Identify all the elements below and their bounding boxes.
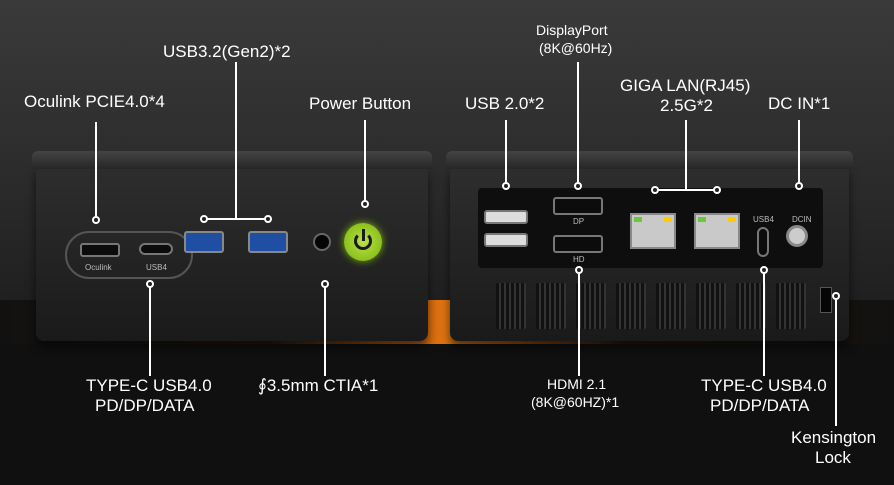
front-top-lid (32, 151, 432, 169)
leader-lan-h (655, 189, 717, 191)
vent (736, 283, 766, 329)
leader-lan-v (685, 120, 687, 190)
usb2-port-2 (484, 233, 528, 247)
dot-power (361, 200, 369, 208)
label-oculink: Oculink PCIE4.0*4 (24, 92, 165, 111)
usb4-back-port-label: USB4 (753, 215, 774, 224)
vent (616, 283, 646, 329)
leader-audio (324, 284, 326, 376)
label-dp-line1: DisplayPort (536, 22, 608, 38)
front-panel: Oculink USB4 (32, 151, 432, 341)
lan-port-2 (694, 213, 740, 249)
dc-in-port (786, 225, 808, 247)
lan-led (634, 217, 642, 222)
label-dp-line2: (8K@60Hz) (539, 40, 613, 56)
label-usb32: USB3.2(Gen2)*2 (163, 42, 291, 61)
lan-led (698, 217, 706, 222)
label-dcin: DC IN*1 (768, 94, 831, 113)
lan-led (664, 217, 672, 222)
label-typec-back-line1: TYPE-C USB4.0 (701, 376, 827, 395)
lan-led (728, 217, 736, 222)
dot-hdmi (575, 266, 583, 274)
usb4-front-port (139, 243, 173, 255)
label-hdmi-line2: (8K@60HZ)*1 (531, 394, 620, 410)
dot-typec-back (760, 266, 768, 274)
leader-typec-back (763, 272, 765, 376)
displayport-port (553, 197, 603, 215)
label-hdmi-line1: HDMI 2.1 (547, 376, 607, 392)
back-panel: DP HD USB4 DCIN (446, 151, 853, 341)
leader-typec-front (149, 284, 151, 376)
dot-dp (574, 182, 582, 190)
label-kensington-line1: Kensington (791, 428, 877, 447)
usb4-front-port-label: USB4 (146, 263, 167, 272)
dot-oculink (92, 216, 100, 224)
dot-audio (321, 280, 329, 288)
back-top-lid (446, 151, 853, 169)
vent (536, 283, 566, 329)
vent (776, 283, 806, 329)
leader-power (364, 120, 366, 204)
dot-lan-2 (713, 186, 721, 194)
dcin-port-label: DCIN (792, 215, 812, 224)
dot-kensington (832, 292, 840, 300)
power-icon (354, 232, 372, 250)
leader-dcin (798, 120, 800, 186)
label-typec-front-line2: PD/DP/DATA (95, 396, 195, 415)
vent (576, 283, 606, 329)
leader-hdmi (578, 272, 580, 376)
hdmi-port-label: HD (573, 255, 585, 264)
lan-port-1 (630, 213, 676, 249)
dot-usb32-2 (264, 215, 272, 223)
usb2-port-1 (484, 210, 528, 224)
vent (496, 283, 526, 329)
label-lan-line1: GIGA LAN(RJ45) (620, 76, 751, 95)
kensington-slot (820, 287, 832, 313)
label-typec-back-line2: PD/DP/DATA (710, 396, 810, 415)
usb3-port-2 (248, 231, 288, 253)
leader-usb32-v (235, 62, 237, 219)
dp-port-label: DP (573, 217, 585, 226)
vent (696, 283, 726, 329)
leader-dp (577, 62, 579, 184)
label-kensington-line2: Lock (815, 448, 851, 467)
oculink-port (80, 243, 120, 257)
usb3-port-1 (184, 231, 224, 253)
dot-dcin (795, 182, 803, 190)
label-usb20: USB 2.0*2 (465, 94, 545, 113)
power-icon-line (362, 229, 365, 241)
leader-kensington (835, 298, 837, 426)
dot-usb32-1 (200, 215, 208, 223)
oculink-oval (65, 231, 193, 279)
audio-jack (313, 233, 331, 251)
dot-lan-1 (651, 186, 659, 194)
label-typec-front-line1: TYPE-C USB4.0 (86, 376, 212, 395)
usb4-back-port (757, 227, 769, 257)
label-power: Power Button (309, 94, 412, 113)
vent (656, 283, 686, 329)
leader-oculink (95, 122, 97, 220)
oculink-port-label: Oculink (85, 263, 112, 272)
label-audio: ∮3.5mm CTIA*1 (258, 376, 379, 395)
leader-usb32-h (205, 218, 267, 220)
leader-usb20 (505, 120, 507, 186)
hdmi-port (553, 235, 603, 253)
dot-usb20 (502, 182, 510, 190)
label-lan-line2: 2.5G*2 (660, 96, 713, 115)
dot-typec-front (146, 280, 154, 288)
